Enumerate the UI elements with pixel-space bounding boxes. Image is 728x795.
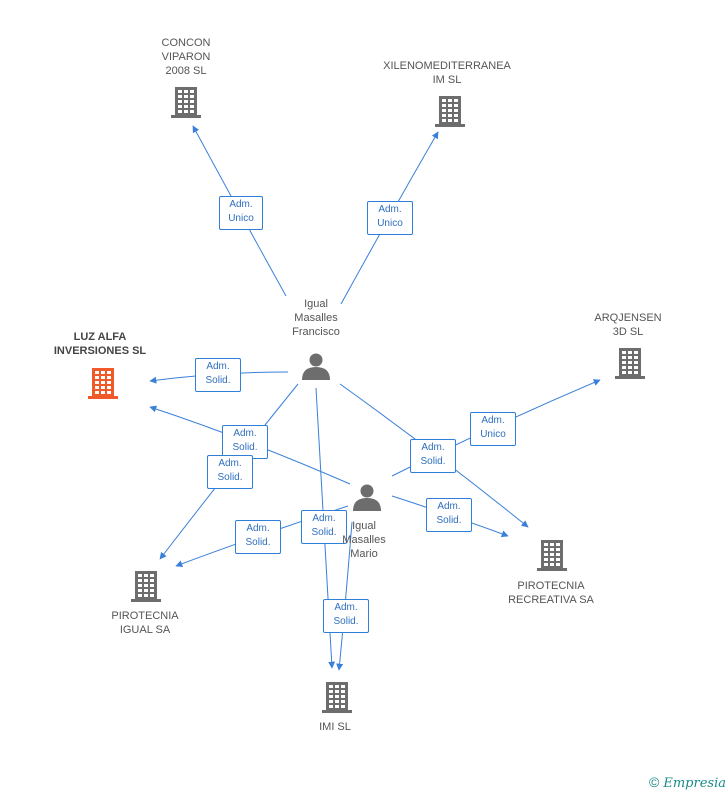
node-label-concon[interactable]: CONCON VIPARON 2008 SL [161, 37, 211, 77]
building-icon-xileno[interactable] [435, 96, 465, 127]
node-label-xileno[interactable]: XILENOMEDITERRANEA IM SL [383, 60, 511, 86]
role-badge-francisco-luzalfa[interactable]: Adm. Solid. [195, 358, 241, 392]
node-label-imi[interactable]: IMI SL [319, 721, 351, 733]
edge-mario-imi [336, 521, 353, 671]
building-icon-arqjensen[interactable] [615, 348, 645, 379]
building-icon-pirotecnia_igual[interactable] [131, 571, 161, 602]
building-icon-pirotecnia_recreativa[interactable] [537, 540, 567, 571]
role-badge-francisco-imi[interactable]: Adm. Solid. [301, 510, 347, 544]
copyright-icon: © [649, 774, 660, 790]
role-badge-francisco-concon[interactable]: Adm. Unico [219, 196, 263, 230]
node-label-arqjensen[interactable]: ARQJENSEN 3D SL [594, 312, 662, 338]
node-label-luzalfa[interactable]: LUZ ALFA INVERSIONES SL [53, 331, 147, 357]
building-icon-luzalfa[interactable] [88, 368, 118, 399]
brand-footer[interactable]: ©Empresia [649, 774, 726, 791]
building-icon-imi[interactable] [322, 682, 352, 713]
node-label-mario[interactable]: Igual Masalles Mario [342, 520, 386, 560]
node-label-pirotecnia_igual[interactable]: PIROTECNIA IGUAL SA [111, 610, 179, 636]
role-badge-mario-luzalfa[interactable]: Adm. Solid. [222, 425, 268, 459]
role-badge-francisco-xileno[interactable]: Adm. Unico [367, 201, 413, 235]
node-label-pirotecnia_recreativa[interactable]: PIROTECNIA RECREATIVA SA [508, 580, 594, 606]
role-badge-mario-imi[interactable]: Adm. Solid. [323, 599, 369, 633]
building-icon-concon[interactable] [171, 87, 201, 118]
person-icon-francisco[interactable] [302, 353, 330, 381]
role-badge-mario-pirotecnia_igual[interactable]: Adm. Solid. [235, 520, 281, 554]
role-badge-francisco-pirotecnia_igual[interactable]: Adm. Solid. [207, 455, 253, 489]
node-label-francisco[interactable]: Igual Masalles Francisco [292, 298, 340, 338]
role-badge-mario-pirotecnia_recreativa[interactable]: Adm. Solid. [426, 498, 472, 532]
role-badge-francisco-pirotecnia_recreativa[interactable]: Adm. Solid. [410, 439, 456, 473]
role-badge-mario-arqjensen[interactable]: Adm. Unico [470, 412, 516, 446]
person-icon-mario[interactable] [353, 484, 381, 512]
brand-name: Empresia [663, 776, 726, 791]
